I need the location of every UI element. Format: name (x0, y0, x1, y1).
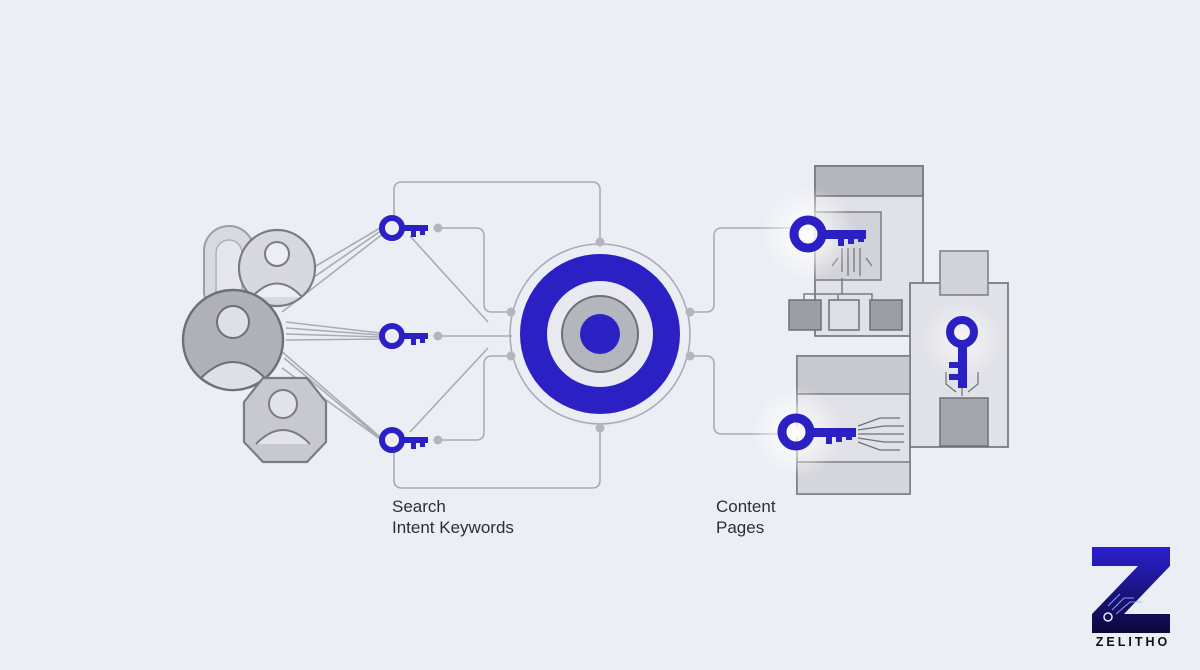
connector-dot (595, 423, 605, 433)
user-icon (181, 288, 285, 392)
key-icon (789, 215, 866, 253)
caption-pages-line-1: Content (716, 497, 776, 516)
connector-dot (685, 307, 695, 317)
caption-keywords-line-1: Search (392, 497, 446, 516)
caption-pages: Content Pages (716, 496, 776, 538)
page-keys (750, 186, 1002, 478)
user-icon (242, 376, 328, 464)
connector-dot (595, 237, 605, 247)
target-icon (506, 237, 695, 433)
user-icon (237, 228, 317, 308)
connector-dot (433, 223, 443, 233)
key-icon (946, 316, 978, 388)
connector-dot (433, 435, 443, 445)
connector-lines (271, 181, 790, 489)
key-icon (379, 427, 428, 453)
key-icon (379, 323, 428, 349)
connector-dot (433, 331, 443, 341)
connector-dot (506, 307, 516, 317)
key-icon (379, 215, 428, 241)
connector-dot (506, 351, 516, 361)
caption-pages-line-2: Pages (716, 518, 765, 537)
connector-dot (685, 351, 695, 361)
key-icon (777, 413, 856, 451)
brand-logo (1092, 547, 1170, 633)
brand-wordmark: ZELITHO (1095, 635, 1171, 649)
users-cluster (181, 225, 328, 464)
caption-keywords: Search Intent Keywords (392, 496, 514, 538)
keyword-keys (379, 215, 443, 453)
caption-keywords-line-2: Intent Keywords (392, 518, 514, 537)
